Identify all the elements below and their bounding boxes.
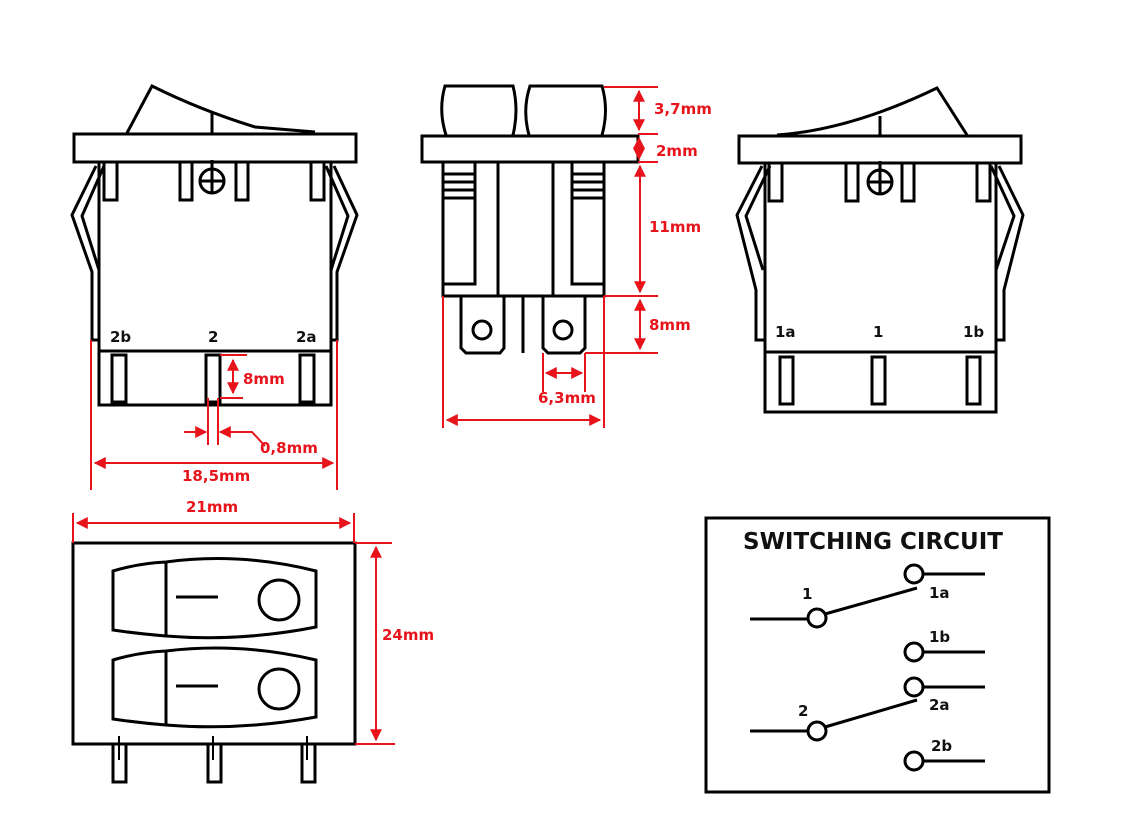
terminal-label-2a: 2a — [296, 328, 317, 346]
terminal-label-1b: 1b — [963, 323, 984, 341]
top-housing — [71, 541, 357, 746]
quick-connect-tab — [459, 296, 506, 355]
back-view: 1a 1 1b — [735, 86, 1025, 414]
quick-connect-tab — [541, 296, 587, 355]
dim-rocker-height: 3,7mm — [654, 100, 712, 118]
dim-body-width: 18,5mm — [182, 467, 250, 485]
dim-top-width: 21mm — [186, 498, 238, 516]
circuit-box — [704, 516, 1051, 794]
terminal-label-2b: 2b — [110, 328, 131, 346]
rocker-2 — [111, 646, 318, 729]
dim-tab-length: 8mm — [649, 316, 691, 334]
terminal-label-1a: 1a — [775, 323, 796, 341]
circuit-title: SWITCHING CIRCUIT — [743, 529, 1003, 555]
dim-body-depth: 11mm — [649, 218, 701, 236]
back-flange — [737, 134, 1023, 165]
rocker-outline — [125, 84, 316, 134]
dim-terminal-length: 8mm — [243, 370, 285, 388]
top-view: 21mm 24mm — [71, 498, 434, 784]
circuit-label-2: 2 — [798, 702, 808, 720]
circuit-label-2a: 2a — [929, 696, 950, 714]
body — [97, 160, 333, 353]
rocker-1 — [111, 557, 318, 640]
dim-tab-width: 6,3mm — [538, 389, 596, 407]
circuit-label-1: 1 — [802, 585, 812, 603]
terminal-label-1: 1 — [873, 323, 883, 341]
side-view: 3,7mm 2mm 11mm 8mm 6,3mm — [420, 84, 712, 428]
dim-flange-thickness: 2mm — [656, 142, 698, 160]
flange — [72, 132, 358, 164]
dim-terminal-thickness: 0,8mm — [260, 439, 318, 457]
circuit-label-1b: 1b — [929, 628, 950, 646]
circuit-label-1a: 1a — [929, 584, 950, 602]
switching-circuit: SWITCHING CIRCUIT 1 1a 1b 2 2a 2b — [704, 516, 1051, 794]
dim-top-height: 24mm — [382, 626, 434, 644]
front-view: 2b 2 2a 8mm 0,8mm 18,5mm — [70, 84, 359, 490]
terminal-label-2: 2 — [208, 328, 218, 346]
side-flange — [420, 134, 640, 164]
circuit-label-2b: 2b — [931, 737, 952, 755]
